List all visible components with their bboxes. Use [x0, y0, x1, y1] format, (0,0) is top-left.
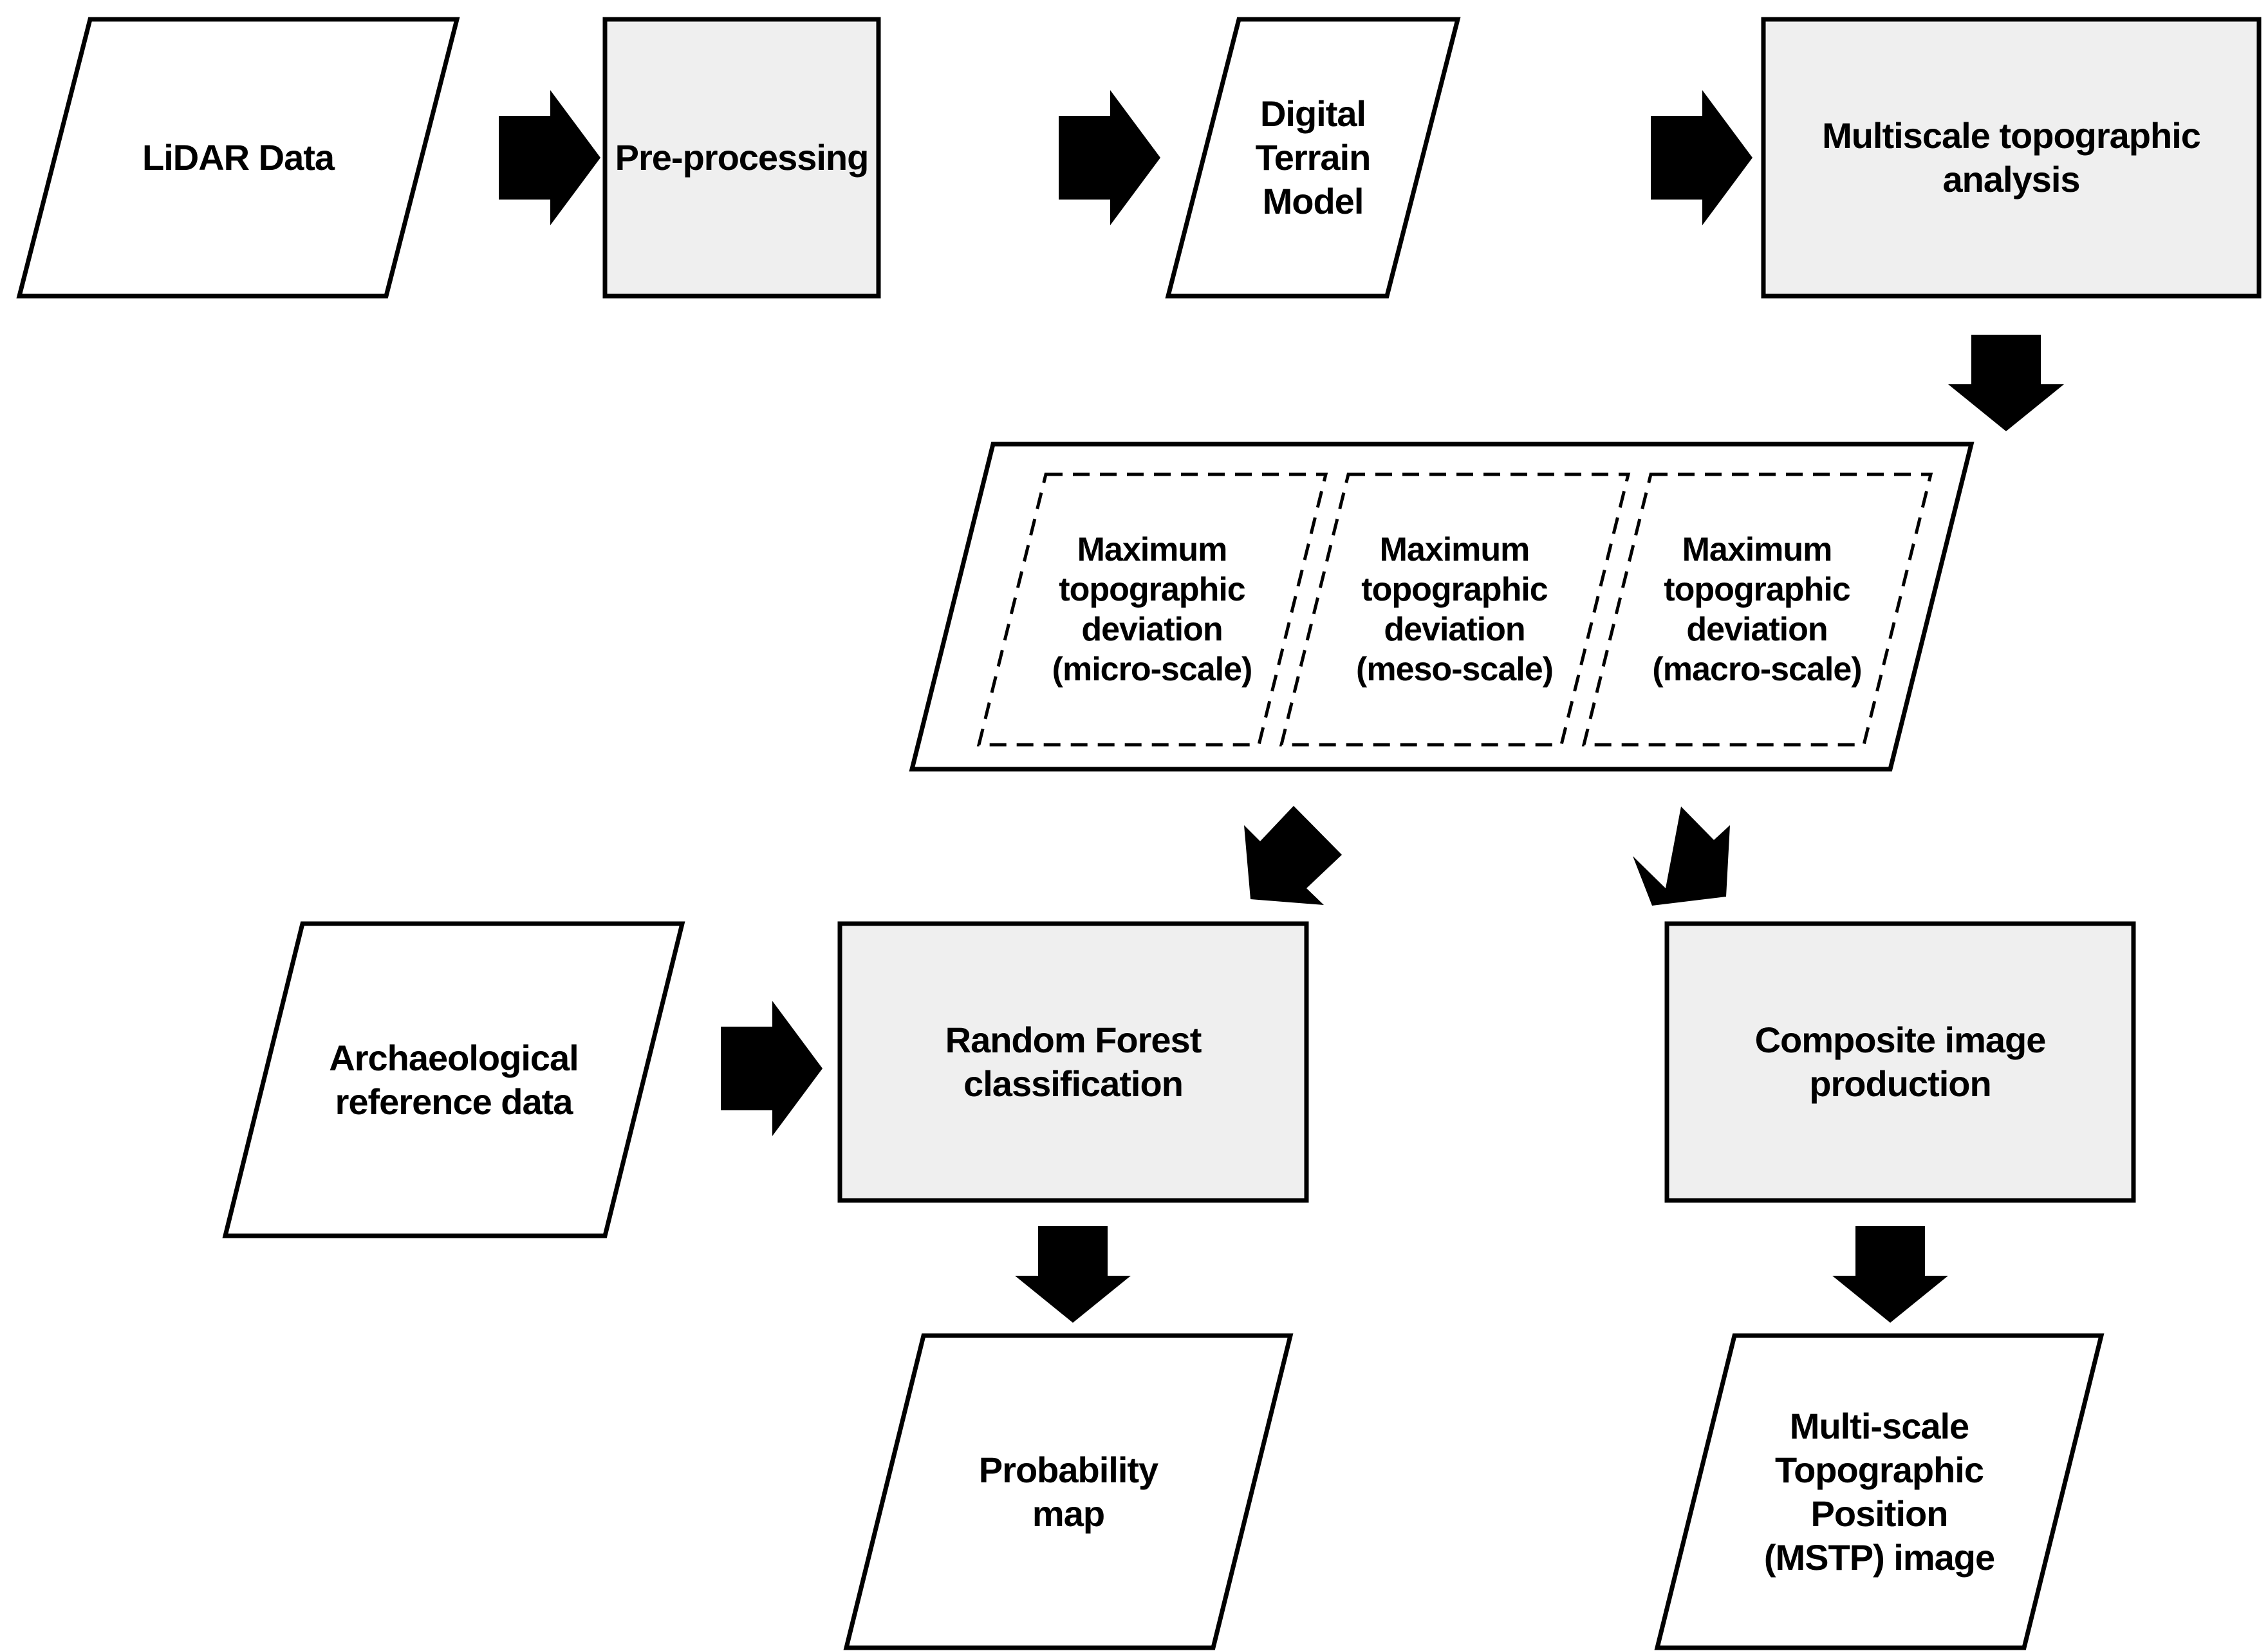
mstp-label-line: (MSTP) image: [1763, 1536, 1995, 1578]
arrow-deviations-to-composite: [1633, 807, 1730, 906]
composite-label-line: Composite image: [1754, 1020, 2047, 1060]
mtd-micro-label-line: deviation: [1081, 611, 1223, 648]
probability-map-label: Probability map: [885, 1336, 1252, 1648]
lidar-data-label-line: LiDAR Data: [142, 137, 335, 178]
random-forest-label: Random Forest classification: [840, 924, 1306, 1200]
preprocessing-box: [602, 17, 881, 299]
arch-label-line: reference data: [335, 1081, 573, 1122]
mtd-micro-label-line: (micro-scale): [1052, 651, 1253, 688]
mtd-meso-dashed-parallelogram: [1279, 472, 1631, 747]
digital-terrain-model-parallelogram: [1165, 17, 1461, 299]
arch-label-line: Archaeological: [329, 1037, 579, 1078]
mstp-label-line: Position: [1810, 1493, 1949, 1534]
digital-terrain-model-label: Digital Terrain Model: [1204, 19, 1422, 296]
mstp-image-label: Multi-scale Topographic Position (MSTP) …: [1696, 1336, 2063, 1648]
rf-label-line: Random Forest: [945, 1020, 1202, 1060]
mtd-meso-label: Maximum topographic deviation (meso-scal…: [1326, 474, 1583, 745]
arrow-arch-to-rf: [721, 1001, 823, 1136]
composite-image-label: Composite image production: [1667, 924, 2133, 1200]
deviations-outer-parallelogram: [909, 442, 1975, 772]
mtd-micro-label-line: topographic: [1059, 571, 1245, 608]
mtd-macro-dashed-parallelogram: [1581, 472, 1933, 747]
mtd-meso-label-line: Maximum: [1379, 531, 1530, 568]
arrow-lidar-to-preprocessing: [499, 90, 600, 225]
composite-label-line: production: [1809, 1063, 1991, 1104]
mtd-meso-label-line: deviation: [1384, 611, 1525, 648]
mtd-micro-dashed-parallelogram: [976, 472, 1328, 747]
multiscale-analysis-box: [1761, 17, 2262, 299]
rf-label-line: classification: [963, 1063, 1184, 1104]
probability-label-line: map: [1032, 1493, 1105, 1534]
dtm-label-line: Digital Terrain: [1255, 93, 1371, 178]
mtd-macro-label-line: Maximum: [1682, 531, 1833, 568]
mstp-image-parallelogram: [1654, 1333, 2105, 1650]
preprocessing-label: Pre-processing: [605, 19, 878, 296]
lidar-data-label: LiDAR Data: [55, 19, 422, 296]
arrow-rf-to-probability: [1015, 1226, 1131, 1323]
mtd-macro-label-line: topographic: [1664, 571, 1850, 608]
mtd-macro-label-line: (macro-scale): [1652, 651, 1862, 688]
mtd-macro-label-line: deviation: [1686, 611, 1828, 648]
arrow-multiscale-to-deviations: [1948, 335, 2064, 431]
mstp-label-line: Multi-scale: [1789, 1405, 1969, 1446]
arrow-deviations-to-rf: [1244, 806, 1342, 905]
mtd-micro-label: Maximum topographic deviation (micro-sca…: [1023, 474, 1281, 745]
multiscale-label-line: Multiscale topographic: [1822, 115, 2201, 156]
probability-label-line: Probability: [978, 1449, 1158, 1490]
random-forest-box: [837, 921, 1309, 1203]
arrow-dtm-to-multiscale: [1651, 90, 1752, 225]
arrow-composite-to-mstp: [1832, 1226, 1948, 1323]
archaeological-data-label: Archaeological reference data: [264, 924, 644, 1236]
mtd-macro-label: Maximum topographic deviation (macro-sca…: [1628, 474, 1886, 745]
lidar-data-parallelogram: [16, 17, 460, 299]
archaeological-data-parallelogram: [222, 921, 685, 1238]
composite-image-box: [1664, 921, 2136, 1203]
arrow-preprocessing-to-dtm: [1059, 90, 1160, 225]
multiscale-label-line: analysis: [1942, 159, 2080, 200]
preprocessing-label-line: Pre-processing: [615, 137, 869, 178]
multiscale-analysis-label: Multiscale topographic analysis: [1763, 19, 2259, 296]
mtd-micro-label-line: Maximum: [1077, 531, 1228, 568]
mtd-meso-label-line: (meso-scale): [1356, 651, 1554, 688]
dtm-label-line: Model: [1262, 181, 1364, 221]
probability-map-parallelogram: [843, 1333, 1294, 1650]
mtd-meso-label-line: topographic: [1361, 571, 1548, 608]
mstp-label-line: Topographic: [1775, 1449, 1984, 1490]
